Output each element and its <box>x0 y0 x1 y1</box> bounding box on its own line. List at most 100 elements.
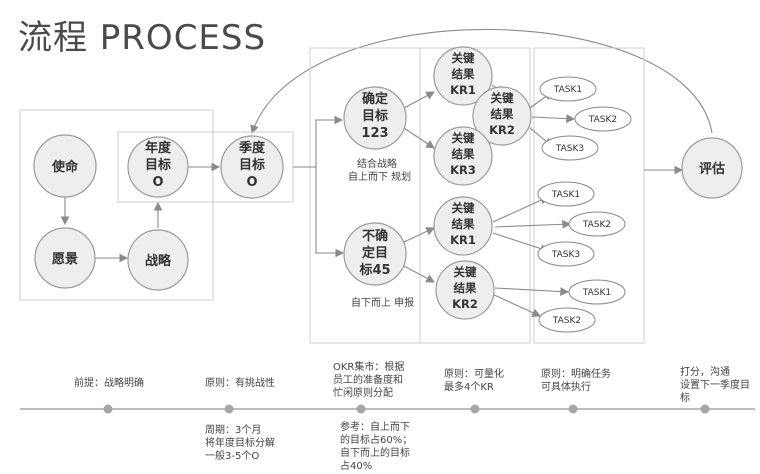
evaluate-label: 评估 <box>699 161 725 177</box>
kr-column-box <box>419 47 531 344</box>
connector <box>403 265 435 283</box>
task-mid-2 <box>568 211 626 237</box>
connector <box>494 287 570 296</box>
kr-top1-line1: 关键 <box>452 51 475 65</box>
tl-score-3: 标 <box>680 392 690 404</box>
kr1-bottom-node <box>433 196 493 256</box>
annual-line1: 年度 <box>145 140 172 156</box>
tl-score-1: 打分，沟通 <box>680 365 730 378</box>
strategy-label: 战略 <box>145 253 172 269</box>
tl-ref-4: 占40% <box>340 459 372 472</box>
task-top-3-label: TASK3 <box>555 144 584 154</box>
feedback-arc <box>250 28 713 135</box>
uncertain-line1: 不确 <box>362 228 388 244</box>
task-mid-3 <box>537 241 595 267</box>
note-combine-2: 自上而下 规划 <box>348 170 411 183</box>
kr3-top-node <box>433 126 493 186</box>
kr-top3-line2: 结果 <box>451 147 475 161</box>
timeline-dot <box>103 404 113 414</box>
uncertain-line2: 定目 <box>361 245 388 261</box>
tl-ref-1: 参考：自上而下 <box>340 420 410 433</box>
kr2-top-node <box>472 86 532 146</box>
kr-top1-line3: KR1 <box>450 83 476 97</box>
timeline-dot <box>700 404 710 414</box>
connector <box>315 167 345 258</box>
kr-top2-line3: KR2 <box>489 123 515 137</box>
confirm-line2: 目标 <box>362 108 388 124</box>
page-title: 流程 PROCESS <box>18 18 267 58</box>
kr-top1-line2: 结果 <box>451 67 475 81</box>
mission-box <box>19 109 214 301</box>
kr1-top-node <box>433 46 493 106</box>
kr-top3-line1: 关键 <box>452 131 475 145</box>
tl-score-2: 设置下一季度目 <box>680 378 750 391</box>
task-column-box <box>533 47 645 344</box>
task-bot-1-label: TASK1 <box>582 288 611 298</box>
connector <box>293 115 344 168</box>
evaluate-node <box>681 137 743 199</box>
confirmed-goal-node <box>343 86 407 150</box>
quarter-line1: 季度 <box>238 140 266 156</box>
tl-principle3-1: 原则：明确任务 <box>541 367 611 380</box>
quarter-goal-node <box>220 135 284 199</box>
task-mid-2-label: TASK2 <box>582 220 611 230</box>
tl-principle1: 原则：有挑战性 <box>205 376 275 389</box>
timeline-dot <box>470 404 480 414</box>
kr-bot1-line2: 结果 <box>451 217 475 231</box>
tl-ref-3: 自下而上的目标 <box>340 446 410 459</box>
tl-cycle-2: 将年度目标分解 <box>205 436 275 449</box>
uncertain-goal-node <box>343 222 407 286</box>
task-bot-1 <box>568 279 626 305</box>
kr-bot1-line3: KR1 <box>450 233 476 247</box>
tl-cycle-3: 一般3-5个O <box>205 449 259 462</box>
annual-line2: 目标 <box>145 157 171 173</box>
tl-principle3-2: 可具体执行 <box>541 380 591 393</box>
task-bot-2-label: TASK2 <box>552 316 581 326</box>
vision-label: 愿景 <box>52 252 78 267</box>
confirm-line1: 确定 <box>362 91 388 107</box>
kr-top2-line2: 结果 <box>490 107 514 121</box>
vision-node <box>34 227 96 289</box>
timeline-dot <box>224 404 234 414</box>
tl-principle2-1: 原则：可量化 <box>444 367 504 380</box>
mission-node <box>33 134 97 198</box>
connector <box>492 196 550 223</box>
task-mid-3-label: TASK3 <box>551 250 580 260</box>
connector <box>403 227 435 243</box>
kr-bot2-line1: 关键 <box>454 265 477 279</box>
tl-okr-1: OKR集市：根据 <box>333 360 404 373</box>
quarter-line3: O <box>246 175 257 190</box>
uncertain-line3: 标45 <box>358 262 390 278</box>
kr-bot1-line1: 关键 <box>452 201 475 215</box>
tl-premise: 前提：战略明确 <box>74 376 144 389</box>
connector <box>494 219 572 229</box>
connector <box>403 91 435 109</box>
task-bot-2 <box>538 307 596 333</box>
task-top-2 <box>574 106 632 132</box>
tl-principle2-2: 最多4个KR <box>444 380 494 393</box>
task-mid-1-label: TASK1 <box>551 190 580 200</box>
connector <box>531 114 576 124</box>
kr-bot2-line3: KR2 <box>452 297 478 311</box>
kr-bot2-line2: 结果 <box>453 281 477 295</box>
connector <box>491 293 541 317</box>
connector <box>403 127 435 149</box>
timeline-dot <box>356 404 366 414</box>
task-top-1 <box>539 76 597 102</box>
tl-okr-3: 忙闲原则分配 <box>333 386 393 399</box>
quarter-line2: 目标 <box>239 157 265 173</box>
strategy-node <box>127 229 189 291</box>
annual-goal-node <box>127 136 189 198</box>
tl-okr-2: 员工的准备度和 <box>333 373 403 386</box>
confirm-line3: 123 <box>361 126 388 141</box>
tl-cycle-1: 周期：3个月 <box>205 424 261 436</box>
mission-label: 使命 <box>51 159 79 175</box>
annual-line3: O <box>152 175 163 190</box>
task-top-1-label: TASK1 <box>553 85 582 95</box>
task-top-2-label: TASK2 <box>588 115 617 125</box>
task-top-3 <box>541 135 599 161</box>
kr2-bottom-node <box>435 260 495 320</box>
connector <box>492 232 550 253</box>
kr-top3-line3: KR3 <box>450 163 476 177</box>
